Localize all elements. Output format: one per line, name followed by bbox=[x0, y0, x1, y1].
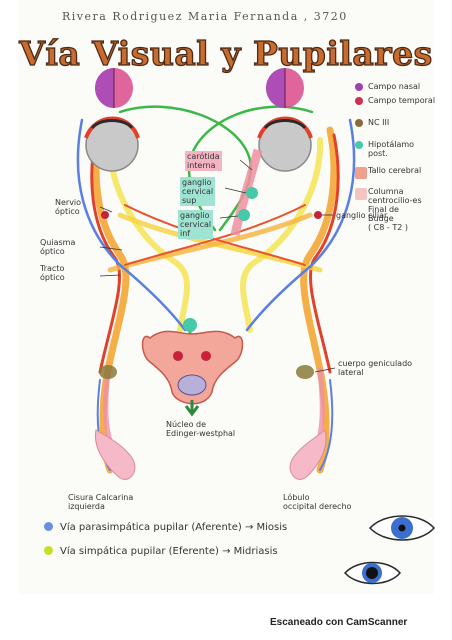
ganglio-inf-node bbox=[238, 209, 250, 221]
blue-lower-right bbox=[319, 379, 334, 471]
blue-right-path bbox=[245, 118, 356, 332]
legend-swatch bbox=[355, 97, 363, 105]
legend-label: Tallo cerebral bbox=[368, 166, 422, 175]
lgn-left bbox=[99, 365, 117, 379]
legend-label: Campo temporal bbox=[368, 96, 436, 105]
green-arrow bbox=[184, 400, 200, 417]
blue-left-path bbox=[76, 118, 187, 332]
legend-swatch bbox=[355, 167, 367, 179]
label-carotida: carótida interna bbox=[185, 151, 222, 171]
left-temporal-tract bbox=[92, 126, 130, 474]
brainstem bbox=[141, 330, 244, 405]
right-yellow-tract bbox=[240, 137, 324, 333]
label-nervio-optico: Nervio óptico bbox=[55, 198, 82, 216]
left-yellow-tract bbox=[106, 137, 190, 333]
sympathetic-label: Vía simpática pupilar (Eferente) → Midri… bbox=[60, 546, 278, 557]
chiasm-cross-b bbox=[107, 212, 313, 273]
legend-label: Hipotálamo post. bbox=[368, 140, 415, 158]
nc3-node-left bbox=[101, 211, 109, 219]
left-visual-field bbox=[95, 68, 133, 108]
legend-swatch bbox=[355, 119, 363, 127]
label-lobulo-der: Lóbulo occipital derecho bbox=[283, 493, 352, 511]
right-red-tract bbox=[308, 133, 340, 374]
miosis-eye-icon bbox=[368, 515, 435, 541]
hypothalamus-node bbox=[183, 318, 197, 332]
chiasm-cross-d bbox=[124, 204, 306, 266]
label-nucleo: Núcleo de Edinger-westphal bbox=[166, 420, 236, 438]
right-temporal-tract bbox=[300, 126, 338, 474]
midriasis-eye-icon bbox=[343, 561, 401, 585]
label-ganglio-ciliar: ganglio ciliar bbox=[336, 211, 388, 220]
right-visual-field bbox=[266, 68, 304, 108]
legend-label: Columna centrocilio-es Final de Budge ( … bbox=[368, 187, 422, 232]
left-occipital-cortex bbox=[94, 429, 136, 480]
label-cuerpo-geniculado: cuerpo geniculado lateral bbox=[338, 359, 413, 377]
legend-swatch bbox=[355, 188, 367, 200]
legend-swatch bbox=[355, 83, 363, 91]
nc3-node-right bbox=[314, 211, 322, 219]
legend-swatch bbox=[355, 141, 363, 149]
chiasm-cross-c bbox=[124, 204, 306, 266]
label-tracto: Tracto óptico bbox=[40, 264, 65, 282]
label-ganglio-inf: ganglio cervical inf bbox=[178, 210, 214, 239]
legend-label: NC III bbox=[368, 118, 390, 127]
scanner-watermark: Escaneado con CamScanner bbox=[270, 617, 408, 628]
lgn-right bbox=[296, 365, 314, 379]
legend-label: Campo nasal bbox=[368, 82, 421, 91]
sympathetic-dot bbox=[44, 546, 53, 555]
paper-sheet bbox=[18, 0, 434, 594]
parasympathetic-dot bbox=[44, 522, 53, 531]
right-eyeball bbox=[257, 116, 313, 172]
green-loop-left bbox=[118, 105, 253, 232]
right-occipital-cortex bbox=[289, 429, 327, 480]
label-cisura-izq: Cisura Calcarina izquierda bbox=[68, 493, 134, 511]
parasympathetic-label: Vía parasimpática pupilar (Aferente) → M… bbox=[60, 522, 288, 533]
label-ganglio-sup: ganglio cervical sup bbox=[180, 177, 216, 206]
left-eyeball bbox=[84, 116, 140, 172]
carotid-artery bbox=[230, 148, 263, 236]
ganglio-sup-node bbox=[246, 187, 258, 199]
author-name: Rivera Rodriguez Maria Fernanda , 3720 bbox=[62, 10, 348, 23]
page-title: Vía Visual y Pupilares bbox=[19, 33, 433, 73]
label-quiasma: Quiasma óptico bbox=[40, 238, 76, 256]
